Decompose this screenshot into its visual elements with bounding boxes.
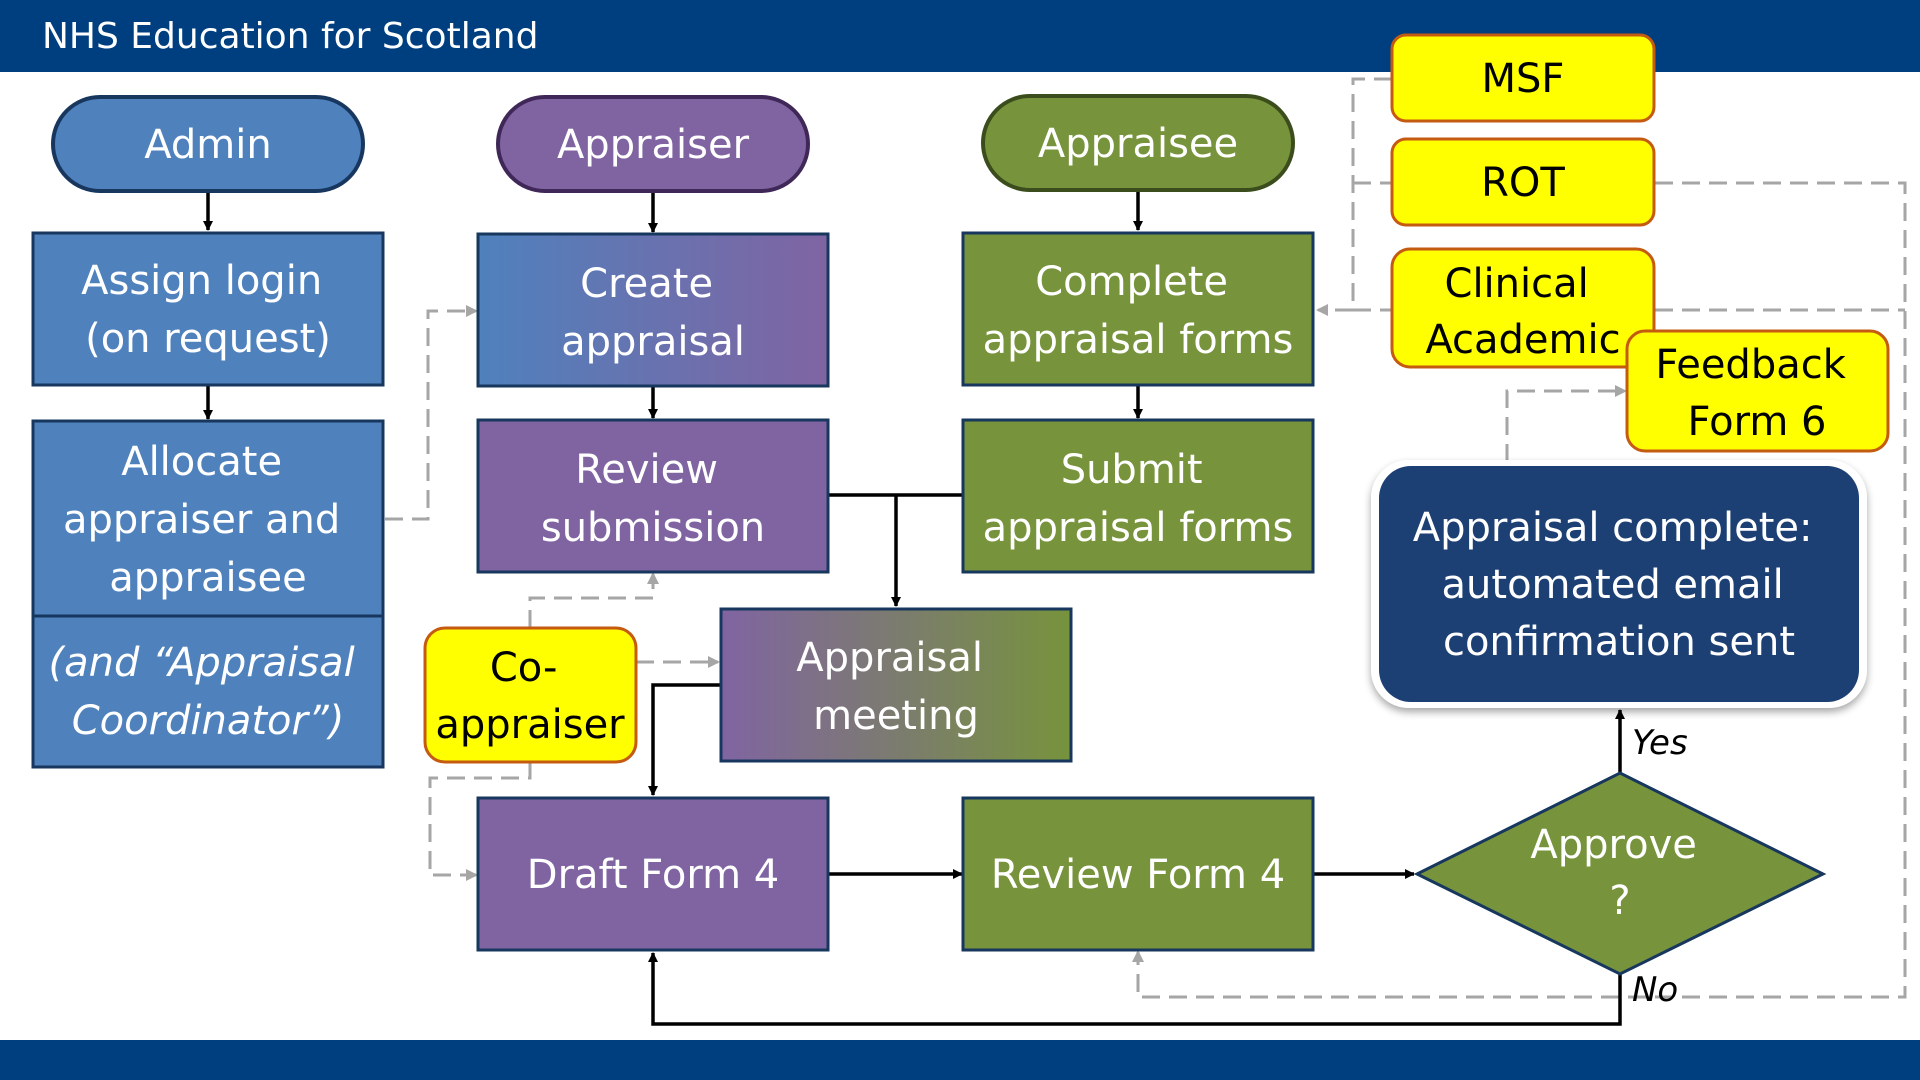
msf-box: MSF (1390, 33, 1656, 123)
feedback-form6-line-2: Form 6 (1688, 399, 1827, 445)
review-submission-line-1: Review (575, 447, 718, 493)
clinical-academic-line-2: Academic (1425, 317, 1620, 363)
appraisal-complete-line-1: Appraisal complete: (1413, 505, 1813, 551)
draft-form4-label: Draft Form 4 (527, 852, 779, 898)
approve-decision: Approve ? (1413, 771, 1827, 976)
submit-forms-line-2: appraisal forms (983, 505, 1294, 551)
edge-coappraiser-to-review (528, 572, 659, 628)
allocate-line-2: appraiser and (63, 497, 340, 543)
co-appraiser-line-1: Co- (490, 645, 558, 691)
appraisal-meeting-box: Appraisal meeting (719, 607, 1073, 763)
submit-forms-box: Submit appraisal forms (961, 418, 1315, 574)
msf-label: MSF (1482, 56, 1565, 102)
admin-start: Admin (51, 95, 365, 193)
coordinator-line-1: (and “Appraisal (49, 640, 355, 686)
edge-approve-no (648, 952, 1622, 1026)
draft-form4-box: Draft Form 4 (476, 796, 830, 952)
dashed-connectors (385, 77, 1907, 999)
svg-text:Feedback Form 6: Feedback Form 6 (1655, 342, 1858, 445)
svg-text:Allocate appraiser and: Allocate appraiser and appraisee (63, 439, 353, 601)
feedback-form6-line-1: Feedback (1655, 342, 1846, 388)
create-appraisal-line-2: appraisal (561, 319, 745, 365)
appraisal-complete-line-3: confirmation sent (1443, 619, 1795, 665)
svg-text:Co- appraiser: Co- appraiser (435, 645, 625, 748)
edge-coappraiser-to-draft (428, 762, 532, 881)
approve-line-1: Approve (1530, 822, 1696, 868)
coordinator-line-2: Coordinator”) (72, 698, 345, 744)
svg-text:Submit appraisal forms: Submit appraisal forms (983, 447, 1294, 551)
no-label: No (1632, 970, 1678, 1010)
appraisal-meeting-line-1: Appraisal (796, 635, 983, 681)
create-appraisal-line-1: Create (580, 261, 713, 307)
svg-text:Appraisal meeting: Appraisal meeting (796, 635, 995, 739)
appraisal-meeting-line-2: meeting (813, 693, 979, 739)
solid-connectors (203, 191, 1625, 1026)
allocate-line-1: Allocate (121, 439, 282, 485)
complete-forms-line-2: appraisal forms (983, 317, 1294, 363)
review-submission-line-2: submission (541, 505, 765, 551)
assign-login-box: Assign login (on request) (31, 231, 385, 387)
allocate-line-3: appraisee (109, 555, 306, 601)
footer-bar (0, 1040, 1920, 1080)
svg-text:Create appraisal: Create appraisal (561, 261, 745, 365)
appraiser-start: Appraiser (496, 95, 810, 193)
appraisal-complete-box: Appraisal complete: automated email conf… (1371, 460, 1867, 708)
approve-line-2: ? (1609, 878, 1630, 924)
submit-forms-line-1: Submit (1061, 447, 1203, 493)
allocate-box: Allocate appraiser and appraisee (and “A… (31, 419, 385, 769)
svg-text:Approve ?: Approve ? (1530, 822, 1709, 924)
edge-rot-loop (1132, 181, 1907, 999)
appraiser-start-label: Appraiser (557, 122, 750, 168)
co-appraiser-line-2: appraiser (435, 702, 625, 748)
appraisal-complete-line-2: automated email (1442, 562, 1784, 608)
assign-login-line-2: (on request) (85, 316, 331, 362)
header-title: NHS Education for Scotland (42, 16, 539, 57)
appraisee-start-label: Appraisee (1038, 121, 1238, 167)
co-appraiser-box: Co- appraiser (423, 626, 638, 764)
review-form4-box: Review Form 4 (961, 796, 1315, 952)
review-form4-label: Review Form 4 (991, 852, 1285, 898)
admin-start-label: Admin (144, 122, 271, 168)
appraisee-start: Appraisee (981, 94, 1295, 192)
review-submission-box: Review submission (476, 418, 830, 574)
clinical-academic-line-1: Clinical (1445, 261, 1589, 307)
yes-label: Yes (1632, 723, 1688, 763)
complete-forms-line-1: Complete (1035, 259, 1228, 305)
svg-text:Review submission: Review submission (541, 447, 765, 551)
feedback-form6-box: Feedback Form 6 (1625, 329, 1890, 453)
svg-text:Complete appraisal for: Complete appraisal forms (983, 259, 1294, 363)
svg-text:Assign login (on reque: Assign login (on request) (81, 258, 335, 362)
edge-msf-bracket (1351, 77, 1392, 312)
svg-text:Appraisal complete: au: Appraisal complete: automated email conf… (1413, 505, 1825, 665)
assign-login-line-1: Assign login (81, 258, 322, 304)
svg-text:Clinical Academic: Clinical Academic (1425, 261, 1620, 363)
clinical-academic-box: Clinical Academic (1390, 247, 1656, 369)
edge-complete-to-feedback (1505, 385, 1627, 462)
svg-text:(and “Appraisal Coordi: (and “Appraisal Coordinator”) (49, 640, 368, 744)
edge-allocate-to-create (385, 305, 478, 521)
create-appraisal-box: Create appraisal (476, 232, 830, 388)
rot-label: ROT (1481, 160, 1565, 206)
rot-box: ROT (1390, 137, 1656, 227)
complete-forms-box: Complete appraisal forms (961, 231, 1315, 387)
edge-meeting-to-draft (648, 683, 720, 796)
